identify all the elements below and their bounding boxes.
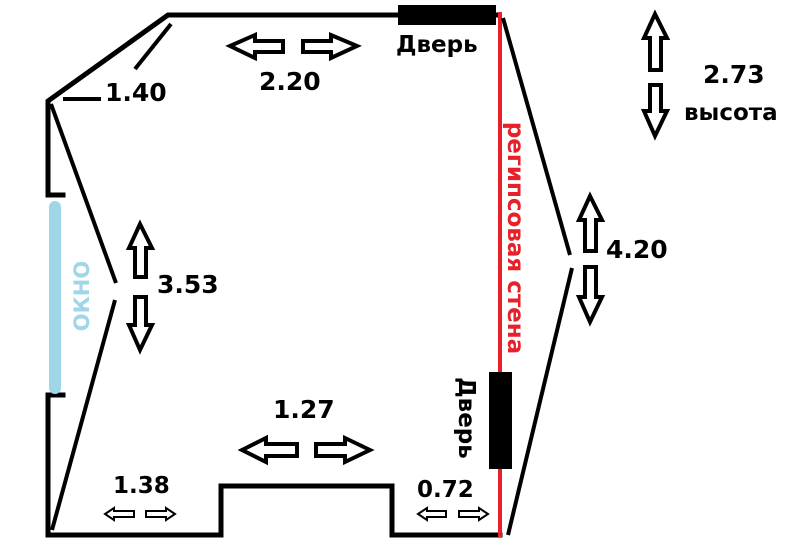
dim-left-wall: 3.53: [157, 270, 219, 299]
arrow-left-icon: [103, 506, 135, 522]
arrow-up-icon: [640, 9, 671, 72]
dim-right-wall: 4.20: [606, 235, 668, 264]
dim-top-wall: 2.20: [259, 67, 321, 96]
wall-top-and-diagonal: [45, 12, 501, 198]
arrow-right-icon: [145, 506, 177, 522]
dim-line-140-a: [133, 22, 173, 71]
window-label: ОКНО: [70, 261, 94, 331]
height-label: высота: [684, 100, 778, 126]
arrow-up-icon: [125, 219, 156, 279]
arrow-left-icon: [225, 31, 285, 62]
arrow-left-icon: [237, 434, 299, 466]
arrow-up-icon: [575, 191, 606, 253]
dim-line-420-bottom: [506, 267, 574, 536]
arrow-left-icon: [416, 506, 447, 522]
arrow-down-icon: [575, 265, 606, 327]
dim-diagonal-corner: 1.40: [105, 78, 167, 107]
dim-line-353-top: [49, 103, 118, 284]
dim-line-420-top: [501, 17, 572, 256]
drywall-label: регипсовая стена: [502, 122, 528, 354]
arrow-right-icon: [458, 506, 490, 522]
arrow-down-icon: [640, 83, 671, 141]
arrow-down-icon: [125, 295, 156, 355]
door-right: [489, 372, 512, 469]
arrow-right-icon: [314, 434, 375, 466]
dim-bottom-right: 0.72: [417, 477, 474, 503]
wall-left-bottom: [45, 392, 503, 538]
dim-line-353-bottom: [50, 299, 117, 531]
door-top-label: Дверь: [396, 32, 478, 58]
dim-bottom-left: 1.38: [113, 473, 170, 499]
door-top: [398, 5, 496, 25]
height-value: 2.73: [703, 60, 765, 89]
door-right-label: Дверь: [453, 377, 479, 459]
arrow-right-icon: [301, 31, 362, 62]
dim-bottom-middle: 1.27: [273, 395, 335, 424]
